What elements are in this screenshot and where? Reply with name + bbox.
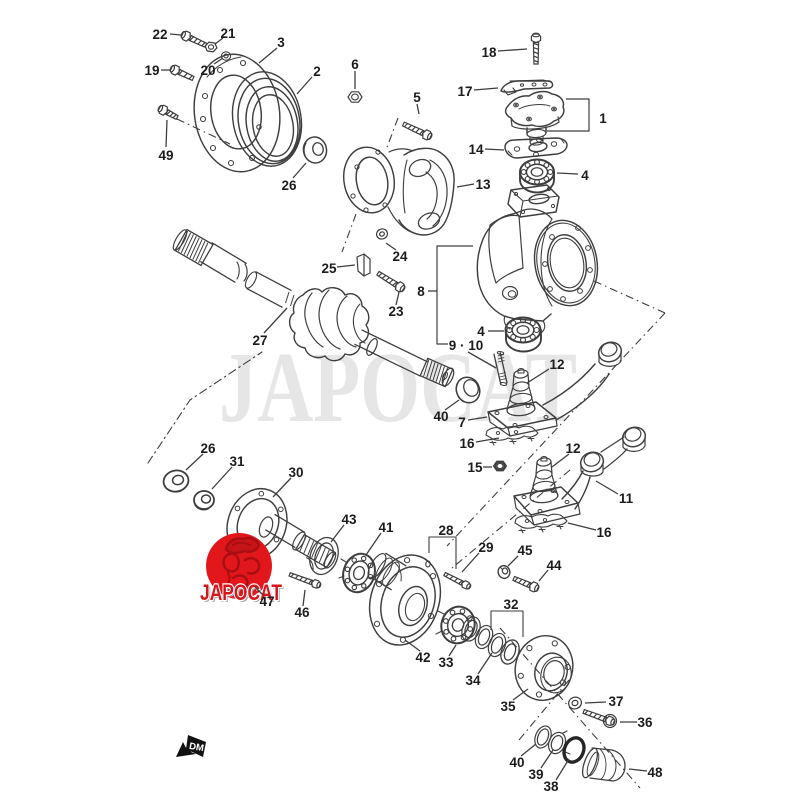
svg-text:36: 36 xyxy=(637,715,653,730)
svg-text:4: 4 xyxy=(581,168,589,183)
svg-text:24: 24 xyxy=(392,249,408,264)
svg-text:12: 12 xyxy=(549,357,564,372)
svg-text:28: 28 xyxy=(438,523,454,538)
svg-text:35: 35 xyxy=(500,699,516,714)
svg-text:16: 16 xyxy=(596,525,612,540)
svg-text:14: 14 xyxy=(468,142,484,157)
svg-text:42: 42 xyxy=(415,650,430,665)
svg-text:8: 8 xyxy=(417,284,425,299)
svg-text:33: 33 xyxy=(438,655,454,670)
svg-text:5: 5 xyxy=(413,90,421,105)
svg-text:1: 1 xyxy=(599,111,607,126)
svg-text:DM: DM xyxy=(188,741,205,754)
svg-text:37: 37 xyxy=(608,694,623,709)
svg-text:43: 43 xyxy=(341,512,357,527)
svg-text:13: 13 xyxy=(475,177,491,192)
svg-text:27: 27 xyxy=(252,333,267,348)
svg-text:32: 32 xyxy=(503,597,518,612)
svg-text:29: 29 xyxy=(478,540,493,555)
svg-text:25: 25 xyxy=(321,261,337,276)
svg-text:3: 3 xyxy=(277,35,285,50)
svg-text:20: 20 xyxy=(200,63,215,78)
svg-text:46: 46 xyxy=(294,605,310,620)
svg-text:31: 31 xyxy=(229,454,245,469)
svg-text:40: 40 xyxy=(509,755,524,770)
svg-text:45: 45 xyxy=(517,543,533,558)
svg-text:16: 16 xyxy=(459,436,475,451)
svg-text:4: 4 xyxy=(477,324,485,339)
svg-text:26: 26 xyxy=(281,178,297,193)
svg-text:19: 19 xyxy=(144,63,159,78)
svg-text:41: 41 xyxy=(378,520,394,535)
svg-text:JAPOCAT: JAPOCAT xyxy=(202,582,284,607)
svg-text:22: 22 xyxy=(152,27,167,42)
svg-text:30: 30 xyxy=(288,465,303,480)
svg-text:47: 47 xyxy=(259,594,274,609)
svg-text:26: 26 xyxy=(200,441,216,456)
svg-text:44: 44 xyxy=(546,558,562,573)
svg-text:JAPOCAT: JAPOCAT xyxy=(200,580,282,605)
svg-text:21: 21 xyxy=(220,26,236,41)
svg-text:2: 2 xyxy=(313,64,321,79)
svg-text:34: 34 xyxy=(465,673,481,688)
svg-text:6: 6 xyxy=(351,57,359,72)
svg-text:40: 40 xyxy=(433,409,448,424)
svg-text:39: 39 xyxy=(528,767,543,782)
svg-text:17: 17 xyxy=(457,84,472,99)
svg-text:18: 18 xyxy=(481,45,497,60)
svg-text:7: 7 xyxy=(458,415,466,430)
svg-text:11: 11 xyxy=(619,491,634,506)
svg-text:48: 48 xyxy=(647,765,663,780)
svg-text:23: 23 xyxy=(388,304,404,319)
svg-text:9 · 10: 9 · 10 xyxy=(449,338,484,353)
svg-text:38: 38 xyxy=(543,779,559,794)
svg-text:12: 12 xyxy=(565,441,580,456)
svg-text:15: 15 xyxy=(467,460,483,475)
svg-text:49: 49 xyxy=(158,148,173,163)
